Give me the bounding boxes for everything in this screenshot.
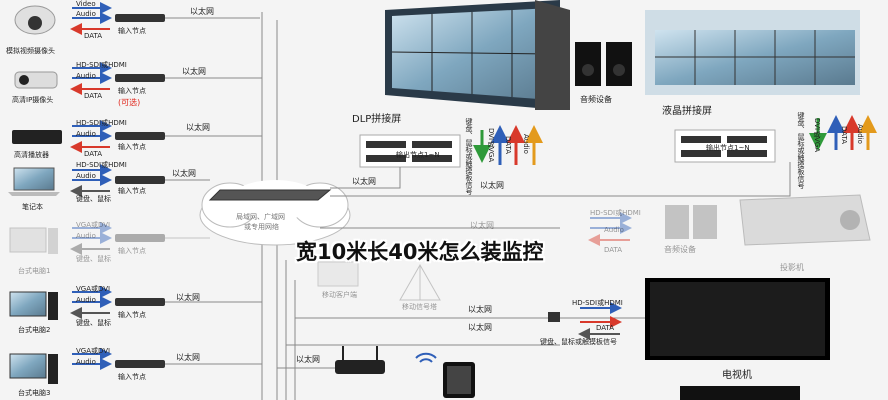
dvi-signal-label: DVI或VGA <box>813 118 821 153</box>
row-ip-camera <box>14 62 262 95</box>
row-hd-player <box>12 120 262 153</box>
signal-label: DATA <box>596 324 615 332</box>
node-label: 输入节点 <box>118 187 146 195</box>
signal-label: DATA <box>84 150 103 158</box>
mobile-signal-label: 移动信号塔 <box>402 303 437 311</box>
ethernet-label: 以太网 <box>190 7 214 16</box>
kbd-signal-label: 键盘、鼠标或触摸板信号 <box>465 118 473 195</box>
signal-label: HD-SDI或HDMI <box>572 299 623 307</box>
node-label: 输入节点 <box>118 87 146 95</box>
signal-label: Audio <box>76 172 96 180</box>
page-title: 宽10米长40米怎么装监控 <box>296 240 544 264</box>
signal-label: DATA <box>604 246 623 254</box>
kbd-signal-label: 键盘、鼠标或触摸板信号 <box>797 112 805 189</box>
device-label: 台式电脑1 <box>18 267 51 275</box>
signal-label: VGA或DVI <box>76 285 111 293</box>
signal-label: 键盘、鼠标 <box>76 195 111 203</box>
ethernet-label: 以太网 <box>182 67 206 76</box>
device-label: 模拟视频摄像头 <box>6 47 55 55</box>
mobile-area <box>317 261 441 301</box>
device-label: 台式电脑3 <box>18 389 51 397</box>
ethernet-label: 以太网 <box>186 123 210 132</box>
audio-device-label: 音频设备 <box>580 95 612 104</box>
signal-label: Audio <box>76 130 96 138</box>
network-label: 或专用网络 <box>244 223 279 231</box>
optional-note: (可选) <box>118 98 141 107</box>
data-signal-label: DATA <box>840 126 848 145</box>
output-nodes-lcd <box>674 129 776 163</box>
lcd-vertical-arrows <box>809 115 877 151</box>
signal-label: HD-SDI或HDMI <box>76 161 127 169</box>
signal-label: HD-SDI或HDMI <box>76 119 127 127</box>
signal-label: Video <box>76 0 96 8</box>
row-desktop-3 <box>9 348 262 384</box>
dlp-wall <box>385 0 570 110</box>
audio-device-label: 音频设备 <box>664 245 696 254</box>
signal-label: Audio <box>604 226 624 234</box>
signal-label: Audio <box>76 232 96 240</box>
signal-label: HD-SDI或HDMI <box>76 61 127 69</box>
dlp-label: DLP拼接屏 <box>352 114 402 125</box>
output-node-label: 输出节点1~N <box>706 144 750 152</box>
signal-label: Audio <box>76 296 96 304</box>
lcd-label: 液晶拼接屏 <box>662 106 712 117</box>
row-analog-camera <box>14 2 260 35</box>
device-label: 高清播放器 <box>14 151 49 159</box>
audio-signal-label: Audio <box>856 124 864 144</box>
node-label: 输入节点 <box>118 311 146 319</box>
device-label: 台式电脑2 <box>18 326 51 334</box>
signal-label: 键盘、鼠标 <box>76 319 111 327</box>
signal-label: 键盘、鼠标或触摸板信号 <box>540 338 617 346</box>
left-device-rows <box>8 2 262 384</box>
ethernet-label: 以太网 <box>480 181 504 190</box>
row-desktop-1 <box>9 222 210 255</box>
ethernet-label: 以太网 <box>468 305 492 314</box>
node-label: 输入节点 <box>118 143 146 151</box>
ethernet-label: 以太网 <box>176 353 200 362</box>
output-node-label: 输出节点1~N <box>396 151 440 159</box>
node-label: 输入节点 <box>118 27 146 35</box>
speakers <box>575 42 632 86</box>
ethernet-label: 以太网 <box>470 221 494 230</box>
ethernet-label: 以太网 <box>296 355 320 364</box>
signal-label: DATA <box>84 32 103 40</box>
router <box>335 346 385 374</box>
network-label: 局域网、广域网 <box>236 213 285 221</box>
signal-label: VGA或DVI <box>76 347 111 355</box>
signal-label: Audio <box>76 358 96 366</box>
audio-signal-label: Audio <box>522 134 530 154</box>
ethernet-label: 以太网 <box>176 293 200 302</box>
device-label: 高清IP摄像头 <box>12 96 54 104</box>
dlp-vertical-arrows <box>473 125 543 165</box>
tv <box>548 278 830 400</box>
signal-label: Audio <box>76 10 96 18</box>
dvi-signal-label: DVI或VGA <box>487 128 495 163</box>
signal-label: HD-SDI或HDMI <box>590 209 641 217</box>
device-label: 笔记本 <box>22 203 43 211</box>
mobile-client-label: 移动客户端 <box>322 291 357 299</box>
tv-label: 电视机 <box>722 370 752 381</box>
tablet <box>443 362 475 398</box>
right-links <box>277 162 791 369</box>
ethernet-label: 以太网 <box>468 323 492 332</box>
projector-row <box>588 194 871 246</box>
network-cloud <box>199 180 351 246</box>
signal-label: Audio <box>76 72 96 80</box>
ethernet-label: 以太网 <box>172 169 196 178</box>
data-signal-label: DATA <box>504 136 512 155</box>
network-switch <box>208 189 332 201</box>
lcd-wall <box>645 10 860 95</box>
output-nodes-dlp <box>359 134 461 168</box>
projector-label: 投影机 <box>780 263 804 272</box>
wifi-icon <box>415 352 437 363</box>
signal-label: DATA <box>84 92 103 100</box>
node-label: 输入节点 <box>118 373 146 381</box>
signal-label: 键盘、鼠标 <box>76 255 111 263</box>
row-desktop-2 <box>9 286 262 320</box>
row-laptop <box>8 164 210 197</box>
signal-label: VGA或DVI <box>76 221 111 229</box>
ethernet-label: 以太网 <box>352 177 376 186</box>
node-label: 输入节点 <box>118 247 146 255</box>
